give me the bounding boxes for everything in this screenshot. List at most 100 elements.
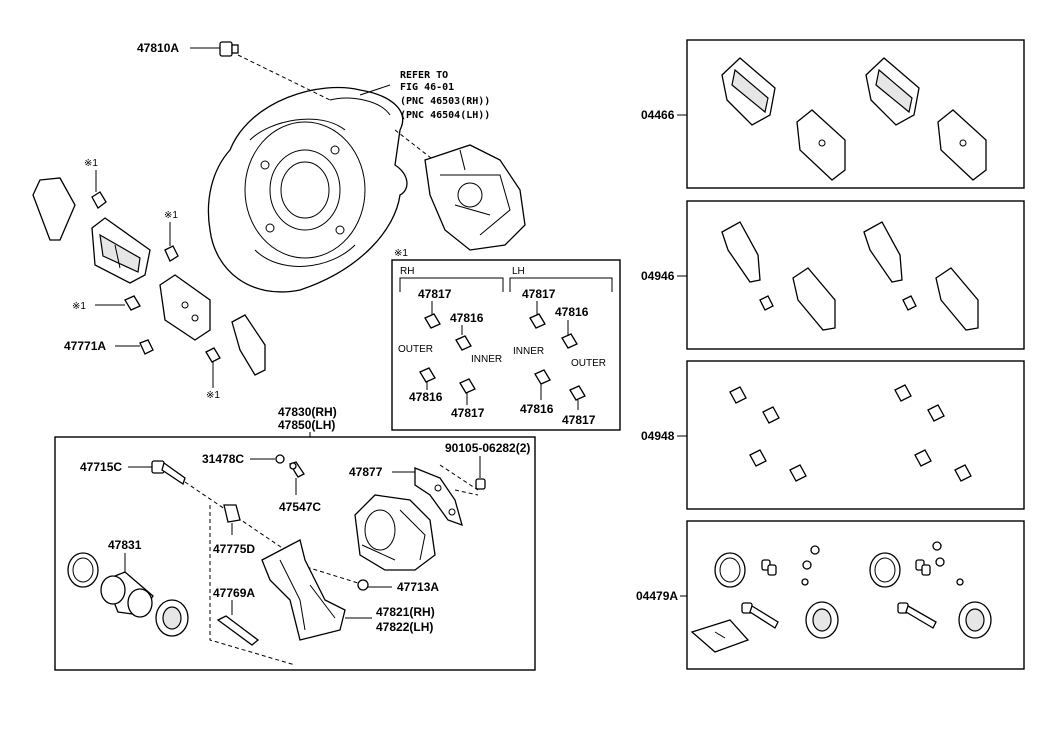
- caliper-assembly-upper[interactable]: [424, 144, 526, 251]
- kit-04948-clip-7[interactable]: [914, 449, 932, 467]
- inset-rh-47817-top: 47817: [418, 287, 452, 301]
- inset-mark: ※1: [394, 248, 408, 259]
- label-31478c: 31478C: [202, 452, 244, 466]
- kit-04946-shim-d[interactable]: [935, 267, 979, 331]
- kit-box-04946: [686, 200, 1025, 350]
- label-47821-rh: 47821(RH): [376, 605, 435, 619]
- kit-04466-pad-c[interactable]: [865, 57, 920, 126]
- kit-04479a-boot-seal-b[interactable]: [958, 601, 992, 639]
- kit-04479a-seal-a[interactable]: [714, 552, 746, 588]
- refer-note-line2: FIG 46-01: [400, 82, 454, 93]
- label-47715c: 47715C: [80, 460, 122, 474]
- label-90105: 90105-06282(2): [445, 441, 530, 455]
- kit-04946-shim-c[interactable]: [863, 221, 903, 283]
- inset-lh-inner: INNER: [513, 346, 544, 357]
- refer-note-line1: REFER TO: [400, 70, 448, 81]
- kit-04479a-boot-b[interactable]: [915, 559, 931, 576]
- bleeder-47547c[interactable]: [289, 461, 305, 478]
- inset-lh-47817-top: 47817: [522, 287, 556, 301]
- label-47877: 47877: [349, 465, 383, 479]
- inset-clip-lh-4[interactable]: [569, 385, 586, 401]
- inset-lh: LH: [512, 266, 525, 277]
- kit-04479a-seal-b[interactable]: [869, 552, 901, 588]
- shim-clip-2[interactable]: [164, 245, 179, 262]
- clip-47771a[interactable]: [139, 339, 154, 355]
- kit-04946-clip-a[interactable]: [759, 295, 774, 311]
- kit-04946-shim-a[interactable]: [721, 221, 761, 283]
- inset-rh-inner: INNER: [471, 354, 502, 365]
- pad-shim-outer-left[interactable]: [32, 177, 76, 241]
- label-47547c: 47547C: [279, 500, 321, 514]
- kit-04479a-boot-a[interactable]: [761, 559, 777, 576]
- kit-box-04479a: [686, 520, 1025, 670]
- label-47771a: 47771A: [64, 339, 106, 353]
- inset-clip-lh-2[interactable]: [561, 333, 578, 349]
- dust-cover-backing-plate[interactable]: [207, 86, 408, 293]
- kit-04948-clip-6[interactable]: [927, 404, 945, 422]
- refer-note-line3: (PNC 46503(RH)): [400, 96, 490, 107]
- kit-04946-shim-b[interactable]: [792, 267, 836, 331]
- kit-04479a-small-parts-b[interactable]: [932, 541, 964, 586]
- bolt-47810a[interactable]: [219, 41, 239, 57]
- dust-boot[interactable]: [155, 599, 189, 637]
- inset-clip-rh-2[interactable]: [455, 335, 472, 351]
- inset-clip-rh-1[interactable]: [424, 313, 441, 329]
- label-47810a: 47810A: [137, 41, 179, 55]
- slide-pin-47715c[interactable]: [151, 460, 186, 486]
- caliper-body[interactable]: [354, 494, 436, 571]
- shim-clip-4[interactable]: [124, 295, 141, 311]
- inset-rh: RH: [400, 266, 414, 277]
- kit-box-04948: [686, 360, 1025, 510]
- label-47822-lh: 47822(LH): [376, 620, 433, 634]
- caliper-assembly-box: [54, 436, 536, 671]
- boot-47775d[interactable]: [223, 504, 241, 523]
- inset-lh-outer: OUTER: [571, 358, 606, 369]
- inset-lh-47816-top: 47816: [555, 305, 589, 319]
- brake-pad-left[interactable]: [91, 217, 151, 284]
- kit-04948-clip-2[interactable]: [762, 406, 780, 424]
- brake-pad-center[interactable]: [159, 274, 211, 341]
- label-47775d: 47775D: [213, 542, 255, 556]
- slide-pin-47769a[interactable]: [216, 615, 260, 646]
- inset-clip-lh-3[interactable]: [534, 369, 551, 385]
- inset-rh-47816-top: 47816: [450, 311, 484, 325]
- shim-clip-1[interactable]: [91, 191, 107, 209]
- label-47713a: 47713A: [397, 580, 439, 594]
- inset-clip-lh-1[interactable]: [529, 313, 546, 329]
- caliper-mounting-bracket[interactable]: [261, 539, 346, 641]
- kit-04948-clip-3[interactable]: [749, 449, 767, 467]
- kit-04948-clip-1[interactable]: [729, 386, 747, 404]
- inset-box: [391, 259, 621, 431]
- inset-rh-47817-bot: 47817: [451, 406, 485, 420]
- kit-04479a-boot-seal-a[interactable]: [805, 601, 839, 639]
- label-04946: 04946: [641, 269, 675, 283]
- kit-04946-clip-b[interactable]: [902, 295, 917, 311]
- inset-rh-outer: OUTER: [398, 344, 433, 355]
- bushing-47713a[interactable]: [357, 579, 369, 591]
- label-47831: 47831: [108, 538, 142, 552]
- kit-04479a-pin-b[interactable]: [897, 602, 937, 629]
- inset-lh-47817-bot: 47817: [562, 413, 596, 427]
- kit-04948-clip-4[interactable]: [789, 464, 807, 482]
- piston-47831[interactable]: [100, 571, 154, 618]
- kit-04466-pad-a[interactable]: [721, 57, 776, 126]
- kit-04948-clip-5[interactable]: [894, 384, 912, 402]
- kit-04948-clip-8[interactable]: [954, 464, 972, 482]
- kit-04479a-pin-a[interactable]: [741, 602, 779, 629]
- mark-note-1a: ※1: [84, 158, 98, 169]
- mark-note-1c: ※1: [206, 390, 220, 401]
- piston-seal-ring[interactable]: [67, 552, 99, 588]
- kit-04466-pad-b[interactable]: [796, 109, 846, 181]
- bolt-90105[interactable]: [475, 478, 486, 490]
- shim-clip-3[interactable]: [205, 347, 221, 363]
- inset-clip-rh-3[interactable]: [419, 367, 436, 383]
- kit-04479a-small-parts-a[interactable]: [801, 545, 820, 586]
- inset-clip-rh-4[interactable]: [459, 378, 476, 394]
- plug-31478c[interactable]: [275, 454, 285, 464]
- pad-shim-outer-right[interactable]: [231, 314, 266, 376]
- kit-04479a-grease-pack[interactable]: [690, 619, 750, 653]
- inset-lh-47816-bot: 47816: [520, 402, 554, 416]
- kit-04466-pad-d[interactable]: [937, 109, 987, 181]
- bracket-47877[interactable]: [414, 467, 463, 527]
